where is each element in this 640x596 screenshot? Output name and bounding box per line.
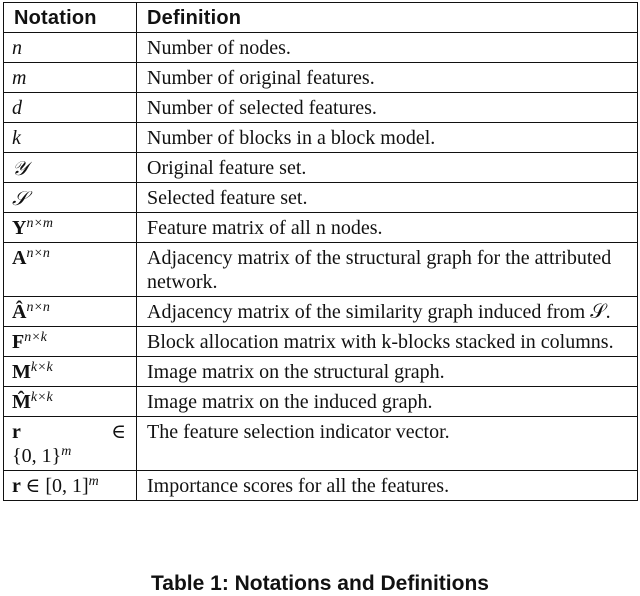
notation-cell: 𝒴 (3, 152, 137, 183)
table-row: r ∈ {0, 1}m The feature selection indica… (3, 416, 638, 471)
notation-cell: Ân×n (3, 296, 137, 327)
notation-superscript: n×k (24, 330, 47, 345)
notation-set: {0, 1} (12, 445, 62, 467)
notation-table: Notation Definition n Number of nodes. m… (3, 2, 638, 501)
header-definition: Definition (136, 2, 638, 33)
notation-superscript: n×m (26, 216, 54, 231)
notation-superscript: k×k (30, 390, 53, 405)
notation-cell: r ∈ {0, 1}m (3, 416, 137, 471)
table-row: Yn×m Feature matrix of all n nodes. (3, 212, 638, 243)
definition-cell: Image matrix on the structural graph. (136, 356, 638, 387)
table-row: 𝒴 Original feature set. (3, 152, 638, 183)
table-row: Fn×k Block allocation matrix with k-bloc… (3, 326, 638, 357)
definition-cell: Selected feature set. (136, 182, 638, 213)
notation-line: {0, 1}m (12, 444, 126, 468)
header-notation: Notation (3, 2, 137, 33)
notation-symbol: M̂ (12, 391, 31, 413)
definition-cell: Number of blocks in a block model. (136, 122, 638, 153)
notation-superscript: n×n (26, 300, 50, 315)
table-row: 𝒮 Selected feature set. (3, 182, 638, 213)
notation-symbol: M (12, 361, 31, 383)
table-caption: Table 1: Notations and Definitions (151, 572, 489, 595)
definition-cell: Adjacency matrix of the structural graph… (136, 242, 638, 297)
table-row: Ân×n Adjacency matrix of the similarity … (3, 296, 638, 327)
notation-superscript: m (61, 444, 72, 459)
table-row: m Number of original features. (3, 62, 638, 93)
notation-symbol: r (12, 475, 21, 497)
notation-cell: M̂k×k (3, 386, 137, 417)
notation-cell: Fn×k (3, 326, 137, 357)
notation-superscript: k×k (30, 360, 53, 375)
notation-cell: Mk×k (3, 356, 137, 387)
table-row: d Number of selected features. (3, 92, 638, 123)
definition-cell: Image matrix on the induced graph. (136, 386, 638, 417)
definition-cell: Importance scores for all the features. (136, 470, 638, 501)
definition-cell: Original feature set. (136, 152, 638, 183)
notation-cell: An×n (3, 242, 137, 297)
table-header-row: Notation Definition (3, 2, 638, 33)
definition-cell: Feature matrix of all n nodes. (136, 212, 638, 243)
notation-symbol: Â (12, 301, 27, 323)
notation-symbol: r (12, 421, 21, 443)
notation-cell: 𝒮 (3, 182, 137, 213)
definition-cell: Adjacency matrix of the similarity graph… (136, 296, 638, 327)
definition-cell: Block allocation matrix with k-blocks st… (136, 326, 638, 357)
notation-symbol: F (12, 331, 25, 353)
notation-cell: Yn×m (3, 212, 137, 243)
table-row: n Number of nodes. (3, 32, 638, 63)
notation-superscript: n×n (26, 246, 50, 261)
definition-cell: Number of nodes. (136, 32, 638, 63)
table-row: An×n Adjacency matrix of the structural … (3, 242, 638, 297)
definition-cell: Number of selected features. (136, 92, 638, 123)
notation-cell: n (3, 32, 137, 63)
notation-cell: r ∈ [0, 1]m (3, 470, 137, 501)
notation-cell: m (3, 62, 137, 93)
notation-line: r ∈ (12, 420, 126, 444)
notation-relation: ∈ [0, 1] (25, 475, 89, 497)
definition-cell: Number of original features. (136, 62, 638, 93)
notation-cell: k (3, 122, 137, 153)
notation-symbol: A (12, 247, 27, 269)
table-row: M̂k×k Image matrix on the induced graph. (3, 386, 638, 417)
notation-cell: d (3, 92, 137, 123)
definition-cell: The feature selection indicator vector. (136, 416, 638, 471)
notation-superscript: m (88, 474, 99, 489)
notation-symbol: Y (12, 217, 27, 239)
table-row: r ∈ [0, 1]m Importance scores for all th… (3, 470, 638, 501)
notation-relation: ∈ (111, 421, 126, 443)
table-row: k Number of blocks in a block model. (3, 122, 638, 153)
table-row: Mk×k Image matrix on the structural grap… (3, 356, 638, 387)
